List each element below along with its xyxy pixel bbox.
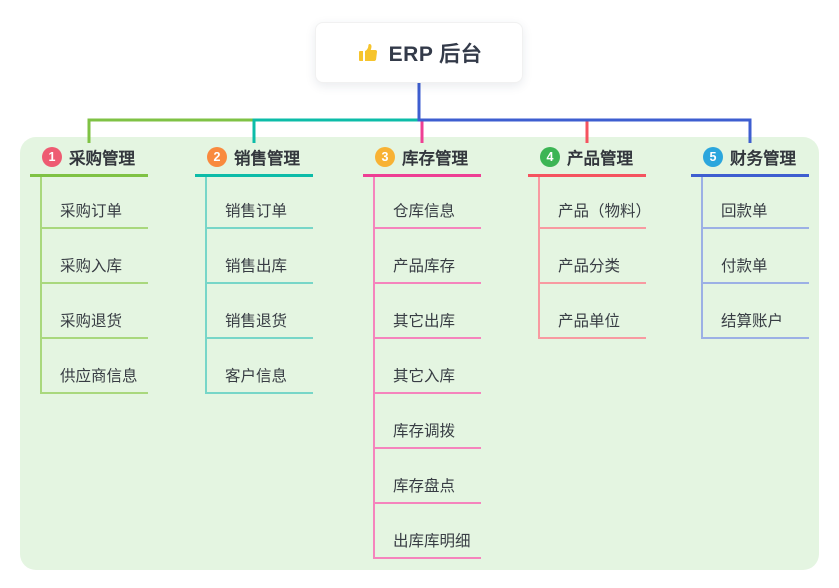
branch-title: 销售管理 xyxy=(234,149,300,168)
branch-title: 采购管理 xyxy=(69,149,135,168)
thumbs-up-icon xyxy=(358,43,377,61)
branch-财务管理: 5 财务管理回款单付款单结算账户 xyxy=(691,146,809,339)
branch-库存管理: 3 库存管理仓库信息产品库存其它出库其它入库库存调拨库存盘点出库库明细 xyxy=(363,146,481,559)
branch-产品管理: 4 产品管理产品（物料）产品分类产品单位 xyxy=(528,146,651,339)
branch-node-5[interactable]: 5 财务管理 xyxy=(691,146,809,177)
child-node-采购订单[interactable]: 采购订单 xyxy=(42,177,148,229)
child-node-产品（物料）[interactable]: 产品（物料） xyxy=(540,177,651,229)
branch-title: 产品管理 xyxy=(567,149,633,168)
child-node-产品单位[interactable]: 产品单位 xyxy=(540,284,646,339)
branch-number-badge: 1 xyxy=(42,146,62,167)
root-node-erp[interactable]: ERP 后台 xyxy=(315,22,523,83)
branch-node-2[interactable]: 2 销售管理 xyxy=(195,146,313,177)
connector-5 xyxy=(417,83,752,143)
child-node-采购退货[interactable]: 采购退货 xyxy=(42,284,148,339)
branch-node-3[interactable]: 3 库存管理 xyxy=(363,146,481,177)
child-node-客户信息[interactable]: 客户信息 xyxy=(207,339,313,394)
child-node-销售退货[interactable]: 销售退货 xyxy=(207,284,313,339)
branch-采购管理: 1 采购管理采购订单采购入库采购退货供应商信息 xyxy=(30,146,148,394)
child-node-其它出库[interactable]: 其它出库 xyxy=(375,284,481,339)
branch-number-badge: 4 xyxy=(540,146,560,167)
child-node-结算账户[interactable]: 结算账户 xyxy=(703,284,809,339)
branch-title: 财务管理 xyxy=(730,149,796,168)
child-node-销售出库[interactable]: 销售出库 xyxy=(207,229,313,284)
child-node-其它入库[interactable]: 其它入库 xyxy=(375,339,481,394)
root-node-title: ERP 后台 xyxy=(388,42,483,66)
child-node-库存调拨[interactable]: 库存调拨 xyxy=(375,394,481,449)
branch-children: 产品（物料）产品分类产品单位 xyxy=(538,177,651,339)
branch-number-badge: 3 xyxy=(375,146,395,167)
branch-children: 回款单付款单结算账户 xyxy=(701,177,809,339)
child-node-产品库存[interactable]: 产品库存 xyxy=(375,229,481,284)
child-node-付款单[interactable]: 付款单 xyxy=(703,229,809,284)
branch-children: 采购订单采购入库采购退货供应商信息 xyxy=(40,177,148,394)
child-node-仓库信息[interactable]: 仓库信息 xyxy=(375,177,481,229)
child-node-回款单[interactable]: 回款单 xyxy=(703,177,809,229)
branch-number-badge: 5 xyxy=(703,146,723,167)
child-node-出库库明细[interactable]: 出库库明细 xyxy=(375,504,481,559)
branch-title: 库存管理 xyxy=(402,149,468,168)
child-node-产品分类[interactable]: 产品分类 xyxy=(540,229,646,284)
branch-children: 仓库信息产品库存其它出库其它入库库存调拨库存盘点出库库明细 xyxy=(373,177,481,559)
branch-node-1[interactable]: 1 采购管理 xyxy=(30,146,148,177)
branch-销售管理: 2 销售管理销售订单销售出库销售退货客户信息 xyxy=(195,146,313,394)
child-node-供应商信息[interactable]: 供应商信息 xyxy=(42,339,148,394)
branch-children: 销售订单销售出库销售退货客户信息 xyxy=(205,177,313,394)
child-node-销售订单[interactable]: 销售订单 xyxy=(207,177,313,229)
child-node-库存盘点[interactable]: 库存盘点 xyxy=(375,449,481,504)
mindmap-canvas-panel xyxy=(20,137,819,570)
child-node-采购入库[interactable]: 采购入库 xyxy=(42,229,148,284)
branch-node-4[interactable]: 4 产品管理 xyxy=(528,146,646,177)
branch-number-badge: 2 xyxy=(207,146,227,167)
